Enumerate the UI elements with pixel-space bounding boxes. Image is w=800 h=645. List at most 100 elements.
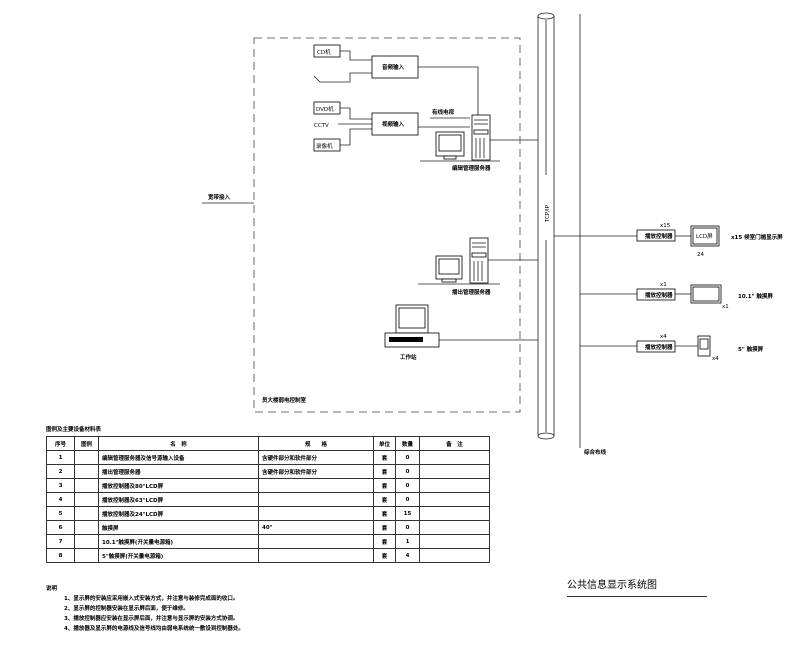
player-controller-1 xyxy=(636,229,676,242)
playout-server-label: 播出管理服务器 xyxy=(452,288,491,296)
touchscreen-5-qty: x4 xyxy=(712,356,719,362)
editing-server-label: 编辑管理服务器 xyxy=(452,164,491,172)
table-cell xyxy=(419,506,490,521)
table-cell: 3 xyxy=(46,478,75,493)
editing-monitor-icon xyxy=(420,131,500,162)
table-cell xyxy=(74,450,99,465)
player-controller-1-label: 播放控制器 xyxy=(645,232,673,240)
col-header-name: 名 称 xyxy=(98,436,259,451)
table-cell xyxy=(258,478,374,493)
microphone-icon xyxy=(313,75,321,83)
touchscreen-5-desc: 5" 触摸屏 xyxy=(738,345,764,353)
lcd-display-label: LCD屏 xyxy=(696,233,713,240)
table-cell xyxy=(419,534,490,549)
cd-player-label: CD机 xyxy=(317,48,331,56)
table-cell xyxy=(258,506,374,521)
broadband-input-label: 宽带接入 xyxy=(207,193,231,201)
table-cell xyxy=(74,492,99,507)
table-cell: 0 xyxy=(395,478,420,493)
table-cell xyxy=(419,478,490,493)
table-cell: 8 xyxy=(46,548,75,563)
recorder-label: 录像机 xyxy=(316,142,333,150)
table-cell: 2 xyxy=(46,464,75,479)
table-cell xyxy=(74,534,99,549)
table-cell: 15 xyxy=(395,506,420,521)
player-controller-1-qty: x15 xyxy=(660,223,671,229)
table-cell xyxy=(74,464,99,479)
player-controller-2-label: 播放控制器 xyxy=(645,291,673,299)
video-input-box xyxy=(371,112,419,136)
editing-server-icon xyxy=(471,114,491,161)
col-header-remark: 备 注 xyxy=(419,436,490,451)
table-header-row: 序号 图例 名 称 规 格 单位 数量 备 注 xyxy=(46,436,490,451)
table-cell: 10.1"触摸屏(开关量电源箱) xyxy=(98,534,259,549)
control-room-boundary xyxy=(253,37,521,413)
table-cell: 含硬件部分和软件部分 xyxy=(258,450,374,465)
workstation-label: 工作站 xyxy=(400,353,417,361)
trunk-cable-label: 综合布线 xyxy=(584,448,607,456)
player-controller-3-qty: x4 xyxy=(660,334,667,340)
table-cell: 套 xyxy=(373,478,396,493)
dvd-player-label: DVD机 xyxy=(316,105,334,113)
table-cell: 4 xyxy=(46,492,75,507)
table-cell: 套 xyxy=(373,450,396,465)
table-cell: 0 xyxy=(395,464,420,479)
table-cell: 播放控制器及80"LCD屏 xyxy=(98,478,259,493)
table-caption: 图例及主要设备材料表 xyxy=(46,427,102,433)
playout-server-icon xyxy=(469,237,489,284)
table-cell: 触摸屏 xyxy=(98,520,259,535)
table-cell: 40" xyxy=(258,520,374,535)
table-cell: 播出管理服务器 xyxy=(98,464,259,479)
table-cell: 6 xyxy=(46,520,75,535)
col-header-qty: 数量 xyxy=(395,436,420,451)
notes: 说明 1、显示屏的安装应采用嵌入式安装方式，并注意与装修完成面的收口。 2、显示… xyxy=(46,584,244,634)
player-controller-3 xyxy=(636,340,676,353)
cctv-label: CCTV xyxy=(314,123,329,129)
video-input-label: 视频输入 xyxy=(382,120,405,128)
note-item: 1、显示屏的安装应采用嵌入式安装方式，并注意与装修完成面的收口。 xyxy=(64,596,239,602)
table-cell xyxy=(74,548,99,563)
player-controller-3-label: 播放控制器 xyxy=(645,343,673,351)
table-cell xyxy=(258,548,374,563)
table-cell: 1 xyxy=(395,534,420,549)
table-cell: 播放控制器及24"LCD屏 xyxy=(98,506,259,521)
cable-tv-label: 有线电视 xyxy=(432,108,455,116)
notes-heading: 说明 xyxy=(46,586,58,592)
table-cell xyxy=(419,520,490,535)
table-cell xyxy=(419,492,490,507)
table-cell: 套 xyxy=(373,492,396,507)
table-cell: 套 xyxy=(373,464,396,479)
table-cell: 套 xyxy=(373,548,396,563)
table-cell xyxy=(419,450,490,465)
table-cell: 0 xyxy=(395,450,420,465)
table-cell: 套 xyxy=(373,520,396,535)
playout-monitor-icon xyxy=(418,255,500,285)
table-cell: 0 xyxy=(395,520,420,535)
note-item: 3、播放控制器应安装在显示屏后面，并注意与显示屏的安装方式协调。 xyxy=(64,616,239,622)
table-cell: 7 xyxy=(46,534,75,549)
table-cell xyxy=(419,548,490,563)
audio-input-label: 音频输入 xyxy=(382,63,405,71)
tcpip-label: TCP/IP xyxy=(545,204,551,223)
table-cell: 0 xyxy=(395,492,420,507)
player-controller-2-qty: x1 xyxy=(660,282,667,288)
table-cell xyxy=(258,534,374,549)
col-header-legend: 图例 xyxy=(74,436,99,451)
table-cell: 套 xyxy=(373,534,396,549)
table-cell: 4 xyxy=(395,548,420,563)
touchscreen-10-desc: 10.1" 触摸屏 xyxy=(738,292,773,300)
table-cell: 播放控制器及63"LCD屏 xyxy=(98,492,259,507)
tcpip-bus xyxy=(537,12,555,440)
table-cell: 5"触摸屏(开关量电源箱) xyxy=(98,548,259,563)
touchscreen-10-qty: x1 xyxy=(722,304,729,310)
table-cell xyxy=(74,506,99,521)
